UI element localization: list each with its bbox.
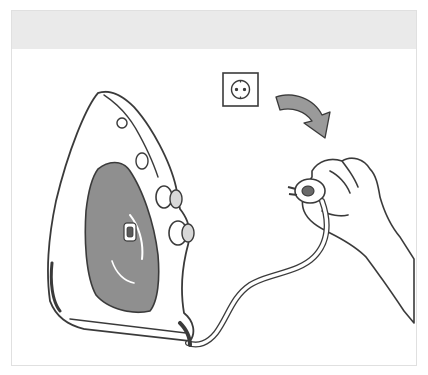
- wall-socket-icon: [223, 73, 258, 106]
- illustration-frame: [11, 10, 417, 366]
- unplug-iron-illustration: [12, 11, 417, 366]
- steam-iron-icon: [48, 92, 194, 345]
- plug-icon: [288, 179, 325, 203]
- curved-arrow-icon: [276, 95, 330, 138]
- power-cord: [188, 201, 327, 345]
